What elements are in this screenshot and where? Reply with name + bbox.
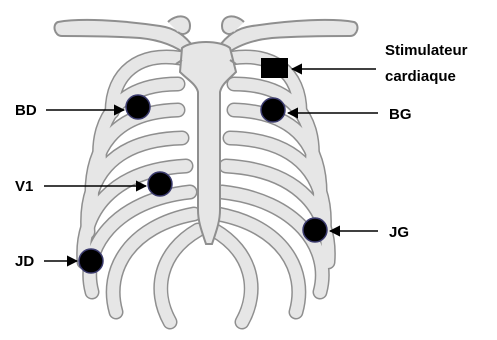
label-jd: JD [15, 253, 34, 270]
electrode-bg [261, 98, 285, 122]
electrode-v1 [148, 172, 172, 196]
label-bg: BG [389, 106, 412, 123]
electrode-jg [303, 218, 327, 242]
label-v1: V1 [15, 178, 33, 195]
label-bd: BD [15, 102, 37, 119]
label-pacemaker-line2: cardiaque [385, 68, 456, 85]
label-pacemaker-line1: Stimulateur [385, 42, 468, 59]
label-jg: JG [389, 224, 409, 241]
electrode-bd [126, 95, 150, 119]
electrode-jd [79, 249, 103, 273]
pacemaker-marker [261, 58, 288, 78]
